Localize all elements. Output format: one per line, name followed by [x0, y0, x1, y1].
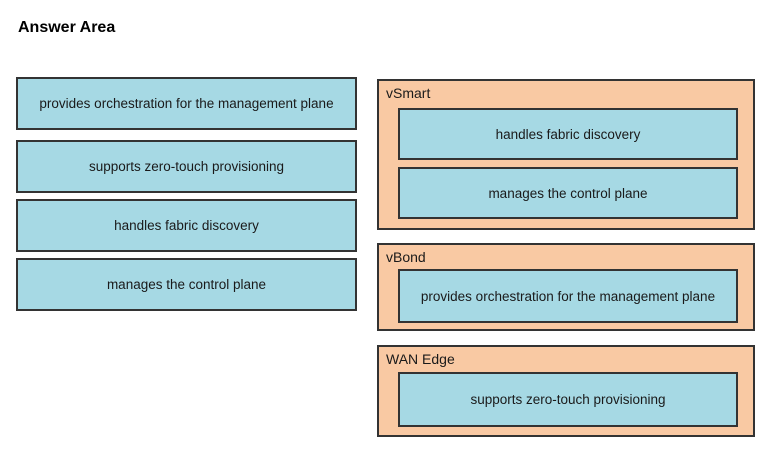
drag-token-zero-touch-provisioning[interactable]: supports zero-touch provisioning	[16, 140, 357, 193]
zone-label-vsmart: vSmart	[386, 85, 431, 101]
drag-token-provides-orchestration[interactable]: provides orchestration for the managemen…	[16, 77, 357, 130]
drag-token-control-plane[interactable]: manages the control plane	[16, 258, 357, 311]
drag-token-fabric-discovery[interactable]: handles fabric discovery	[16, 199, 357, 252]
zone-label-wan-edge: WAN Edge	[386, 351, 455, 367]
dropped-token-control-plane[interactable]: manages the control plane	[398, 167, 738, 219]
dropped-token-zero-touch-provisioning[interactable]: supports zero-touch provisioning	[398, 372, 738, 427]
zone-label-vbond: vBond	[386, 249, 426, 265]
dropped-token-fabric-discovery[interactable]: handles fabric discovery	[398, 108, 738, 160]
dropped-token-provides-orchestration[interactable]: provides orchestration for the managemen…	[398, 269, 738, 323]
drop-zone-vbond[interactable]: vBond provides orchestration for the man…	[377, 243, 755, 331]
drop-zone-wan-edge[interactable]: WAN Edge supports zero-touch provisionin…	[377, 345, 755, 437]
drop-zone-vsmart[interactable]: vSmart handles fabric discovery manages …	[377, 79, 755, 230]
page-title: Answer Area	[18, 19, 116, 36]
